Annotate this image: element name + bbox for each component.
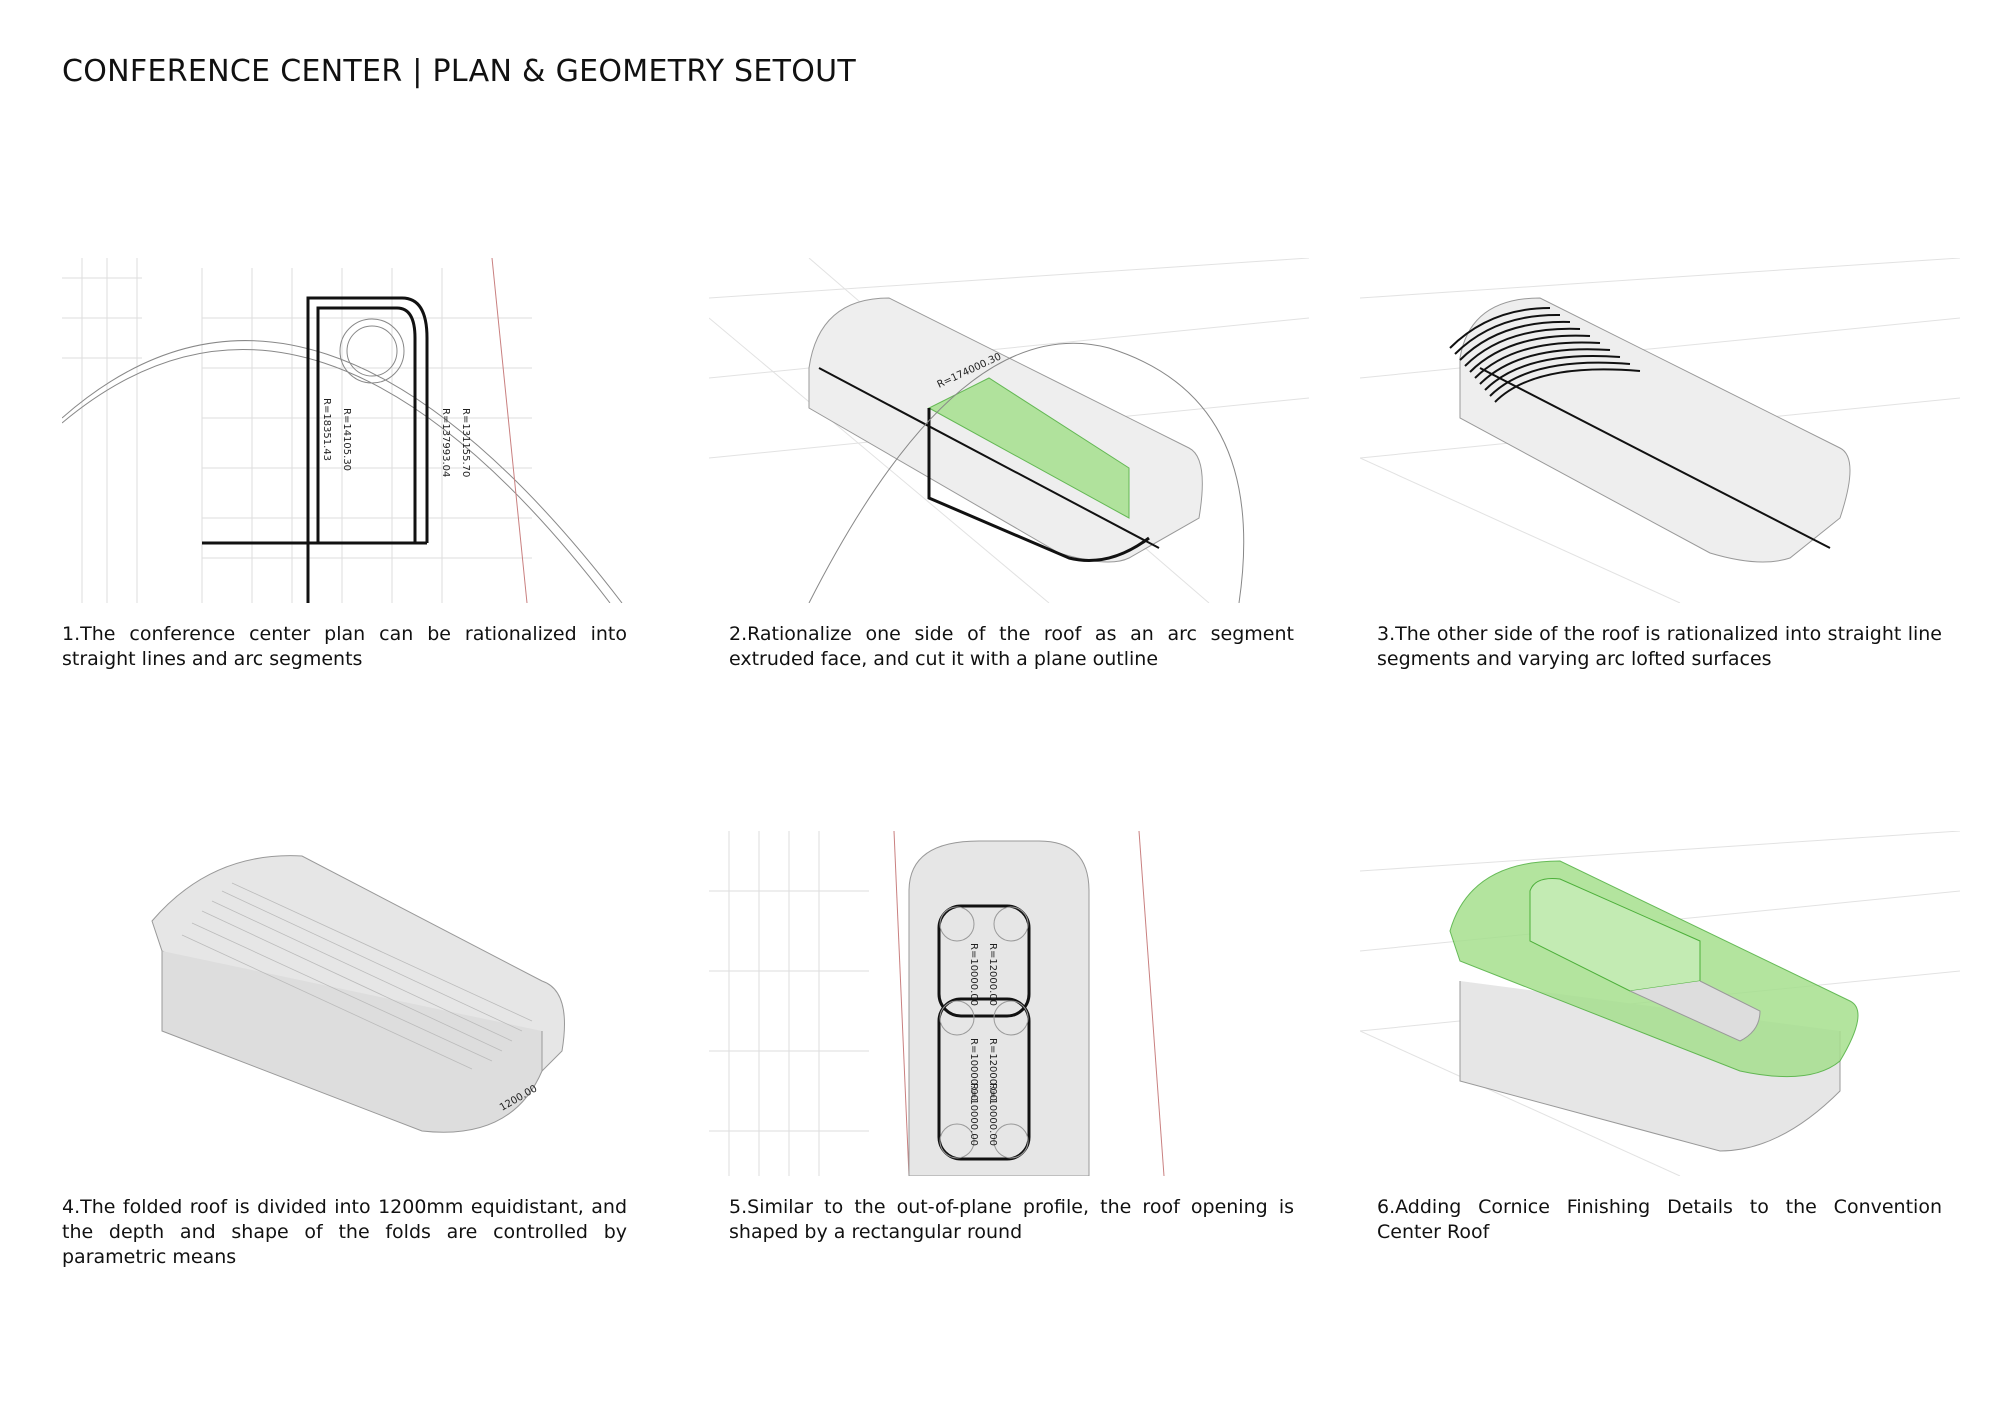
sheet-title: CONFERENCE CENTER | PLAN & GEOMETRY SETO… xyxy=(62,54,857,89)
panel-3-lofted-surfaces-diagram xyxy=(1360,258,1960,603)
panel-4-caption: 4.The folded roof is divided into 1200mm… xyxy=(62,1196,627,1268)
dim-label: R=131155.70 xyxy=(460,408,471,477)
panel-6-caption: 6.Adding Cornice Finishing Details to th… xyxy=(1377,1196,1942,1243)
dim-label: R=14105.30 xyxy=(341,408,352,471)
dim-label: R=10000.00 xyxy=(968,943,979,1006)
panel-5-roof-opening-diagram: R=10000.00 R=12000.00 R=10000.00 R=12000… xyxy=(709,831,1313,1176)
dim-label: R=12000.00 xyxy=(987,943,998,1006)
panel-2-caption: 2.Rationalize one side of the roof as an… xyxy=(729,623,1294,670)
panel-3-caption: 3.The other side of the roof is rational… xyxy=(1377,623,1942,670)
dim-label: R=18351.43 xyxy=(321,398,332,461)
panel-1-plan-diagram: R=18351.43 R=14105.30 R=137993.04 R=1311… xyxy=(62,258,627,603)
panel-2-arc-extrusion-diagram: R=174000.30 xyxy=(709,258,1313,603)
dim-label: R=137993.04 xyxy=(440,408,451,477)
dim-label: R=10000.00 xyxy=(987,1083,998,1146)
panel-1-caption: 1.The conference center plan can be rati… xyxy=(62,623,627,670)
panel-4-folded-roof-diagram: 1200.00 xyxy=(62,831,627,1176)
dim-label: R=10000.00 xyxy=(968,1083,979,1146)
dim-label: R=12000.00 xyxy=(987,1038,998,1101)
dim-label: R=10000.00 xyxy=(968,1038,979,1101)
panel-5-caption: 5.Similar to the out-of-plane profile, t… xyxy=(729,1196,1294,1243)
panel-6-cornice-diagram xyxy=(1360,831,1960,1176)
